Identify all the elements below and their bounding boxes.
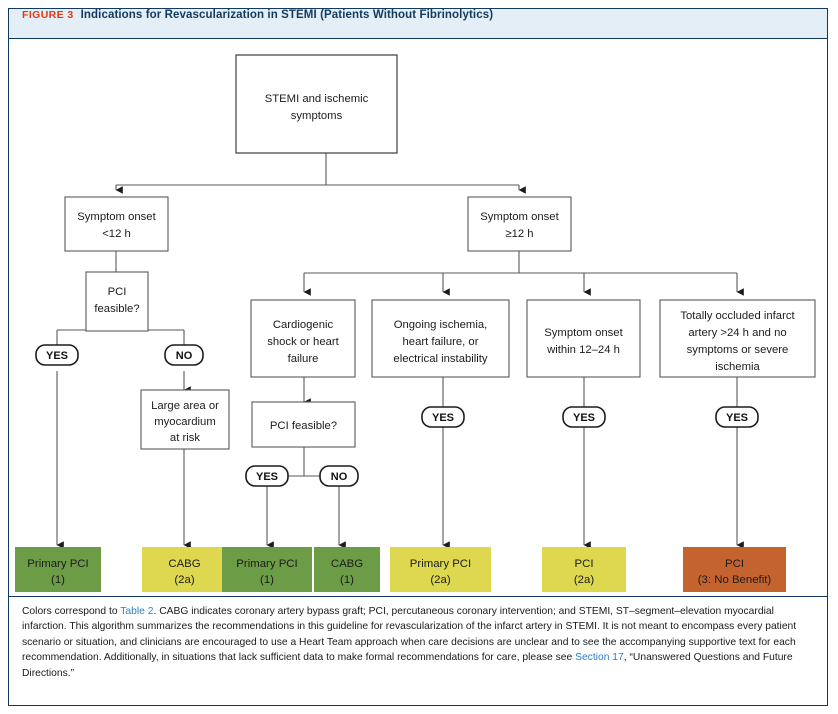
node-onset-12-24-line1: Symptom onset xyxy=(544,327,623,339)
caption-part-3: , “Unanswered Questions and Future Direc… xyxy=(22,652,793,679)
node-pci-feasible-mid: PCI feasible? xyxy=(251,401,356,448)
node-totally-occluded: Totally occluded infarct artery >24 h an… xyxy=(659,299,816,378)
node-onset-ge12-line2: ≥12 h xyxy=(505,228,533,240)
flowchart-canvas: STEMI and ischemic symptoms Symptom onse… xyxy=(9,40,827,595)
outcome-primary-pci-2a: Primary PCI (2a) xyxy=(390,547,491,592)
node-root: STEMI and ischemic symptoms xyxy=(235,54,398,154)
node-cardiogenic-line2: shock or heart xyxy=(267,336,339,348)
outcome-primary-pci-1a: Primary PCI (1) xyxy=(15,547,101,592)
outcome-primary-pci-1b: Primary PCI (1) xyxy=(222,547,312,592)
outcome-cabg-1: CABG (1) xyxy=(314,547,380,592)
outcome-primary-pci-1a-line2: (1) xyxy=(51,574,65,586)
node-pci-feasible-mid-line1: PCI feasible? xyxy=(270,420,337,432)
node-ongoing-ischemia-line3: electrical instability xyxy=(393,353,488,365)
outcome-cabg-2a-line2: (2a) xyxy=(174,574,194,586)
outcome-primary-pci-2a-line1: Primary PCI xyxy=(410,558,471,570)
outcome-pci-3-line2: (3: No Benefit) xyxy=(698,574,772,586)
figure-caption: Colors correspond to Table 2. CABG indic… xyxy=(22,604,817,681)
outcome-pci-2a-line1: PCI xyxy=(575,558,594,570)
node-large-area-line1: Large area or xyxy=(151,400,219,412)
caption-link-section-17[interactable]: Section 17 xyxy=(575,652,624,664)
node-onset-ge12: Symptom onset ≥12 h xyxy=(467,196,572,252)
caption-part-1: Colors correspond to xyxy=(22,606,121,617)
connector-right-branch xyxy=(303,251,744,296)
node-cardiogenic: Cardiogenic shock or heart failure xyxy=(250,299,356,378)
figure-title: Indications for Revascularization in STE… xyxy=(80,9,494,21)
edge-label-no-cardiogenic-text: NO xyxy=(331,471,348,483)
outcome-cabg-1-line1: CABG xyxy=(331,558,363,570)
edge-label-yes-ongoing: YES xyxy=(421,406,465,428)
node-root-line1: STEMI and ischemic xyxy=(265,93,369,105)
node-onset-lt12-line2: <12 h xyxy=(102,228,131,240)
node-onset-12-24: Symptom onset within 12–24 h xyxy=(526,299,641,378)
node-onset-lt12: Symptom onset <12 h xyxy=(64,196,169,252)
node-ongoing-ischemia-line2: heart failure, or xyxy=(403,336,479,348)
figure-header-bar xyxy=(9,9,827,39)
node-onset-ge12-line1: Symptom onset xyxy=(480,211,559,223)
outcome-pci-2a: PCI (2a) xyxy=(542,547,626,592)
node-ongoing-ischemia-line1: Ongoing ischemia, xyxy=(394,319,488,331)
caption-divider xyxy=(9,596,827,597)
edge-label-yes-totally-occluded-text: YES xyxy=(726,412,748,424)
edge-label-no-left-text: NO xyxy=(176,350,193,362)
node-large-area-line3: at risk xyxy=(170,432,200,444)
node-pci-feasible-left-line2: feasible? xyxy=(94,303,139,315)
node-onset-lt12-line1: Symptom onset xyxy=(77,211,156,223)
outcome-primary-pci-2a-line2: (2a) xyxy=(430,574,450,586)
edge-label-yes-cardiogenic: YES xyxy=(245,465,289,487)
outcome-cabg-2a: CABG (2a) xyxy=(142,547,227,592)
node-totally-occluded-line1: Totally occluded infarct xyxy=(680,310,795,322)
node-totally-occluded-line3: symptoms or severe xyxy=(687,344,789,356)
edge-label-yes-onset-12-24-text: YES xyxy=(573,412,595,424)
edge-label-yes-onset-12-24: YES xyxy=(562,406,606,428)
outcome-cabg-2a-line1: CABG xyxy=(168,558,200,570)
edge-label-yes-cardiogenic-text: YES xyxy=(256,471,278,483)
node-totally-occluded-line4: ischemia xyxy=(715,361,760,373)
outcome-pci-2a-line2: (2a) xyxy=(574,574,594,586)
outcome-primary-pci-1b-line1: Primary PCI xyxy=(236,558,297,570)
node-cardiogenic-line3: failure xyxy=(288,353,319,365)
figure-header-text: FIGURE 3 Indications for Revascularizatio… xyxy=(22,9,493,21)
caption-link-table-2[interactable]: Table 2 xyxy=(120,606,154,617)
node-onset-12-24-line2: within 12–24 h xyxy=(546,344,620,356)
edge-label-no-cardiogenic: NO xyxy=(319,465,359,487)
node-root-line2: symptoms xyxy=(291,110,343,122)
node-pci-feasible-left: PCI feasible? xyxy=(85,271,149,332)
edge-label-yes-ongoing-text: YES xyxy=(432,412,454,424)
outcome-primary-pci-1b-line2: (1) xyxy=(260,574,274,586)
node-ongoing-ischemia: Ongoing ischemia, heart failure, or elec… xyxy=(371,299,510,378)
edge-label-no-left: NO xyxy=(164,344,204,366)
node-totally-occluded-line2: artery >24 h and no xyxy=(688,327,786,339)
outcome-cabg-1-line2: (1) xyxy=(340,574,354,586)
node-cardiogenic-line1: Cardiogenic xyxy=(273,319,334,331)
connector-root-split xyxy=(115,153,526,194)
connector-yes-stems xyxy=(442,377,744,549)
edge-label-yes-left-text: YES xyxy=(46,350,68,362)
edge-label-yes-totally-occluded: YES xyxy=(715,406,759,428)
caption-part-2: . CABG indicates coronary artery bypass … xyxy=(22,606,797,664)
outcome-primary-pci-1a-line1: Primary PCI xyxy=(27,558,88,570)
node-large-area: Large area or myocardium at risk xyxy=(140,389,230,450)
figure-number: FIGURE 3 xyxy=(22,9,74,21)
node-large-area-line2: myocardium xyxy=(154,416,216,428)
edge-label-yes-left: YES xyxy=(35,344,79,366)
node-pci-feasible-left-line1: PCI xyxy=(108,286,127,298)
outcome-pci-3: PCI (3: No Benefit) xyxy=(683,547,786,592)
outcome-pci-3-line1: PCI xyxy=(725,558,744,570)
